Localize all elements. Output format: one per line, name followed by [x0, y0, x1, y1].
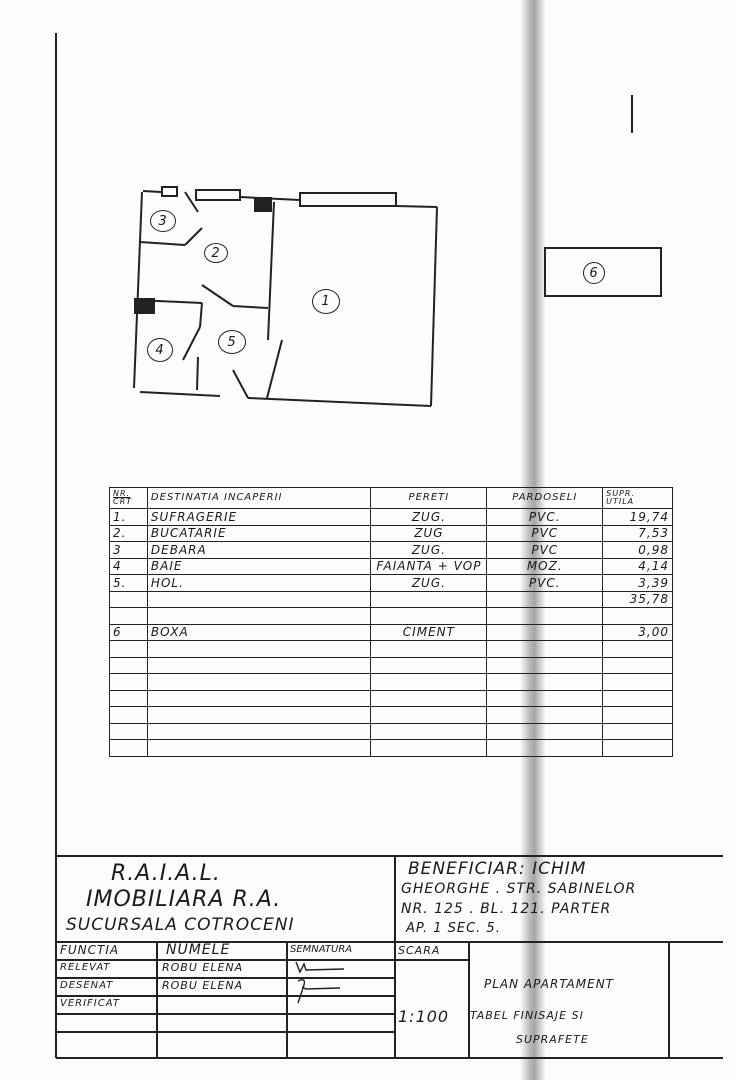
header-room: DESTINATIA INCAPERII: [146, 487, 372, 509]
col-name: NUMELE: [166, 942, 231, 958]
drawing-title-line1: PLAN APARTAMENT: [484, 977, 614, 991]
margin-tick-mark: [631, 95, 633, 133]
finishes-table: NR.CRT DESTINATIA INCAPERII PERETI PARDO…: [109, 487, 673, 757]
beneficiary-name: ICHIM: [532, 859, 587, 879]
room-label-3: 3: [150, 210, 176, 232]
room-label-5: 5: [218, 330, 246, 354]
table-row-total: 35,78: [109, 590, 673, 608]
scale-value: 1:100: [398, 1007, 450, 1026]
function-relevat: RELEVAT: [60, 962, 111, 973]
col-function: FUNCTIA: [60, 943, 120, 957]
table-row: [109, 739, 673, 757]
company-branch: SUCURSALA COTROCENI: [66, 915, 295, 935]
divider: [394, 857, 396, 1057]
storage-room-6: [544, 247, 662, 297]
header-walls: PERETI: [370, 487, 488, 509]
title-block: R.A.I.A.L. IMOBILIARA R.A. SUCURSALA COT…: [56, 855, 723, 1059]
col-signature: SEMNATURA: [290, 944, 353, 955]
function-verificat: VERIFICAT: [60, 998, 120, 1009]
room-label-2: 2: [204, 243, 228, 263]
divider: [56, 941, 723, 943]
drawing-title-line2: TABEL FINISAJE SI: [470, 1009, 584, 1022]
divider: [56, 959, 468, 961]
divider: [56, 1013, 394, 1015]
col-scale: SCARA: [398, 944, 441, 957]
divider: [668, 941, 670, 1057]
table-row: 5.HOL.ZUG.PVC.3,39: [109, 574, 673, 592]
header-area: SUPR.UTILA: [602, 487, 673, 509]
divider: [286, 941, 288, 1057]
name-desenat: ROBU ELENA: [162, 979, 244, 992]
table-row: [109, 722, 673, 740]
page-border-left: [55, 33, 57, 1058]
divider: [56, 977, 394, 979]
header-floors: PARDOSELI: [486, 487, 604, 509]
drawing-title-line3: SUPRAFETE: [516, 1033, 589, 1046]
signature-desenat: [297, 978, 341, 1004]
signature-relevat: [295, 961, 345, 974]
beneficiary-line3: NR. 125 . BL. 121. PARTER: [401, 901, 612, 917]
beneficiary-line4: AP. 1 SEC. 5.: [406, 921, 501, 936]
divider: [156, 941, 158, 1057]
table-header-row: NR.CRT DESTINATIA INCAPERII PERETI PARDO…: [109, 487, 673, 509]
beneficiary-line2: GHEORGHE . STR. SABINELOR: [401, 881, 637, 897]
divider: [56, 995, 394, 997]
name-relevat: ROBU ELENA: [162, 961, 244, 974]
company-name: IMOBILIARA R.A.: [86, 887, 282, 912]
function-desenat: DESENAT: [60, 980, 114, 991]
room-label-1: 1: [312, 289, 340, 314]
table-row: [109, 673, 673, 691]
floor-plan: [133, 186, 438, 407]
beneficiary-line1: BENEFICIAR: ICHIM: [408, 859, 587, 879]
divider: [468, 941, 470, 1057]
table-row: [109, 656, 673, 674]
divider: [56, 1031, 394, 1033]
table-row: [109, 689, 673, 707]
header-nr: NR.CRT: [109, 487, 148, 509]
room-label-6: 6: [583, 262, 605, 284]
company-acronym: R.A.I.A.L.: [111, 861, 221, 886]
table-row: [109, 706, 673, 724]
room-label-4: 4: [147, 338, 173, 362]
table-row: [109, 640, 673, 658]
table-row: [109, 607, 673, 625]
